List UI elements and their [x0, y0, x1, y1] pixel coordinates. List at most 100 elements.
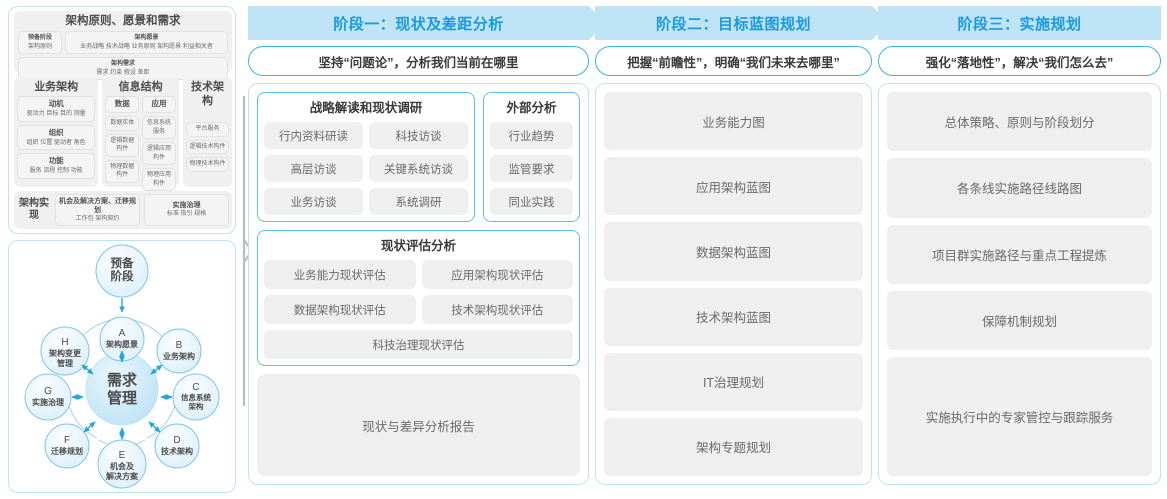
phase-2-title: 阶段二：目标蓝图规划 — [655, 15, 811, 33]
phase-2: 阶段二：目标蓝图规划 把握“前瞻性”，明确“我们未来去哪里” 业务能力图 应用架… — [595, 6, 889, 493]
phase-1-header[interactable]: 阶段一：现状及差距分析 — [248, 6, 606, 40]
adm-node-c-key: C — [192, 382, 199, 393]
adm-arrow-d — [148, 421, 161, 433]
chip-internal-docs[interactable]: 行内资料研读 — [264, 122, 363, 149]
adm-node-b — [156, 328, 202, 374]
technology-architecture-group: 技术架构 平台服务 逻辑技术构件 物理技术构件 — [182, 77, 233, 187]
adm-node-a-key: A — [119, 328, 126, 339]
chip-assurance-mechanism-plan[interactable]: 保障机制规划 — [887, 290, 1152, 351]
chip-industry-trend[interactable]: 行业趋势 — [490, 122, 573, 149]
adm-node-d-key: D — [173, 435, 180, 446]
architecture-vision-title: 架构愿景 — [134, 35, 159, 41]
business-architecture-group: 业务架构 动机 驱动力 目标 目的 测量 组织 组织 位置 驱动者 角色 功能 … — [14, 77, 99, 187]
adm-node-b-key: B — [176, 340, 183, 351]
adm-node-a-label: 架构愿景 — [105, 339, 138, 349]
chip-application-architecture-blueprint[interactable]: 应用架构蓝图 — [604, 157, 863, 216]
phase-3-item-list: 总体策略、原则与阶段划分 各条线实施路径线路图 项目群实施路径与重点工程提炼 保… — [887, 92, 1152, 476]
chip-overall-strategy[interactable]: 总体策略、原则与阶段划分 — [887, 92, 1152, 152]
external-analysis-card: 外部分析 行业趋势 监管要求 同业实践 — [483, 92, 580, 222]
adm-node-d-label: 技术架构 — [161, 446, 193, 456]
chip-program-path-key-projects[interactable]: 项目群实施路径与重点工程提炼 — [887, 224, 1152, 284]
architecture-vision-items: 业务战略 技术战略 业务原则 架构愿景 利益相关者 — [80, 43, 213, 50]
left-to-phases-connector — [242, 96, 252, 406]
architecture-principles-title: 架构原则、愿景和需求 — [65, 15, 181, 27]
left-column: 架构原则、愿景和需求 预备阶段 架构原则 架构愿景 业务战略 技术战略 业务原则… — [8, 6, 236, 493]
phase-2-header[interactable]: 阶段二：目标蓝图规划 — [595, 6, 889, 40]
chip-exec-interview[interactable]: 高层访谈 — [264, 155, 363, 182]
adm-arrow-h — [81, 364, 94, 375]
information-structure-title: 信息结构 — [118, 81, 163, 93]
organization-title: 组织 — [48, 127, 64, 137]
adm-node-f-label: 迁移规划 — [51, 446, 83, 456]
organization-items: 组织 位置 驱动者 角色 — [26, 139, 86, 146]
logical-technology-component-cell: 逻辑技术构件 — [185, 139, 230, 154]
architecture-vision-cell: 架构愿景 业务战略 技术战略 业务原则 架构愿景 利益相关者 — [65, 31, 228, 54]
chip-technology-architecture-assessment[interactable]: 技术架构现状评估 — [421, 295, 573, 324]
application-title: 应用 — [151, 99, 167, 108]
adm-node-e-key: E — [119, 450, 126, 461]
chip-data-architecture-blueprint[interactable]: 数据架构蓝图 — [604, 222, 863, 281]
phase-1: 阶段一：现状及差距分析 坚持“问题论”，分析我们当前在哪里 战略解读和现状调研 … — [248, 6, 606, 493]
architecture-realization-label: 架构实现 — [19, 198, 49, 221]
phase-3-subtitle: 强化“落地性”，解决“我们怎么去” — [878, 46, 1161, 76]
chip-peer-practice[interactable]: 同业实践 — [490, 188, 573, 215]
adm-node-b-label: 业务架构 — [163, 351, 195, 361]
chip-technology-architecture-blueprint[interactable]: 技术架构蓝图 — [604, 287, 863, 346]
phase-1-subtitle: 坚持“问题论”，分析我们当前在哪里 — [248, 46, 589, 76]
data-title: 数据 — [114, 99, 130, 108]
adm-node-f — [44, 423, 90, 469]
adm-center-label-1: 需求 — [107, 371, 138, 389]
architecture-requirements-items: 需求 约束 假设 差距 — [96, 69, 150, 76]
logical-data-component-cell: 逻辑数据构件 — [105, 133, 140, 157]
physical-application-component-cell: 物理应用构件 — [142, 168, 176, 191]
adm-cycle-diagram: 预备 阶段 需求 管理 A 架构愿景 B 业务架构 C — [24, 244, 220, 489]
adm-center-label-2: 管理 — [107, 389, 137, 407]
implementation-governance-cell: 实施治理 标准 指引 规格 — [144, 194, 229, 226]
function-items: 服务 流程 控制 功能 — [29, 168, 83, 174]
chip-business-interview[interactable]: 业务访谈 — [264, 188, 363, 215]
adm-node-g-label: 实施治理 — [32, 397, 64, 407]
togaf-content-framework-panel: 架构原则、愿景和需求 预备阶段 架构原则 架构愿景 业务战略 技术战略 业务原则… — [8, 6, 236, 234]
adm-node-c-label-1: 信息系统 — [181, 392, 211, 402]
architecture-requirements-title: 架构需求 — [110, 61, 135, 67]
information-system-service-cell: 信息系统服务 — [142, 116, 176, 139]
chip-tech-interview[interactable]: 科技访谈 — [369, 122, 468, 149]
gap-analysis-report-chip[interactable]: 现状与差异分析报告 — [257, 374, 580, 476]
adm-node-h — [40, 326, 90, 376]
organization-cell: 组织 组织 位置 驱动者 角色 — [17, 124, 96, 150]
phases-container: 阶段一：现状及差距分析 坚持“问题论”，分析我们当前在哪里 战略解读和现状调研 … — [248, 6, 1161, 493]
chip-key-system-interview[interactable]: 关键系统访谈 — [369, 155, 468, 182]
adm-node-d — [154, 423, 200, 469]
chip-application-architecture-assessment[interactable]: 应用架构现状评估 — [421, 260, 573, 289]
technology-architecture-title: 技术架构 — [190, 81, 224, 107]
phase-1-body: 战略解读和现状调研 行内资料研读 科技访谈 高层访谈 关键系统访谈 业务访谈 系… — [248, 83, 589, 485]
adm-node-e-label-1: 机会及 — [110, 461, 135, 471]
phase-2-body: 业务能力图 应用架构蓝图 数据架构蓝图 技术架构蓝图 IT治理规划 架构专题规划 — [595, 83, 872, 485]
chip-line-implementation-roadmap[interactable]: 各条线实施路径线路图 — [887, 158, 1152, 218]
chip-data-architecture-assessment[interactable]: 数据架构现状评估 — [264, 295, 416, 324]
function-cell: 功能 服务 流程 控制 功能 — [17, 153, 96, 179]
chip-business-capability-assessment[interactable]: 业务能力现状评估 — [264, 260, 416, 289]
chip-it-governance-plan[interactable]: IT治理规划 — [604, 352, 863, 411]
adm-node-e — [97, 439, 147, 489]
chip-architecture-topic-plan[interactable]: 架构专题规划 — [604, 417, 863, 477]
adm-node-preliminary — [95, 244, 149, 298]
phase-2-subtitle: 把握“前瞻性”，明确“我们未来去哪里” — [595, 46, 872, 76]
chip-tech-governance-assessment[interactable]: 科技治理现状评估 — [264, 330, 573, 359]
phase-1-title: 阶段一：现状及差距分析 — [333, 15, 504, 33]
chip-regulatory-requirement[interactable]: 监管要求 — [490, 155, 573, 182]
phase-2-item-list: 业务能力图 应用架构蓝图 数据架构蓝图 技术架构蓝图 IT治理规划 架构专题规划 — [604, 92, 863, 477]
chip-system-survey[interactable]: 系统调研 — [369, 188, 468, 215]
architecture-principles-block: 架构原则、愿景和需求 预备阶段 架构原则 架构愿景 业务战略 技术战略 业务原则… — [14, 11, 232, 80]
phase-2-chevron-icon — [872, 6, 889, 40]
phase-3-header[interactable]: 阶段三：实施规划 — [878, 6, 1161, 40]
phase-1-chevron-icon — [589, 6, 606, 40]
chip-business-capability-map[interactable]: 业务能力图 — [604, 92, 863, 151]
motivation-items: 驱动力 目标 目的 测量 — [26, 111, 86, 117]
data-header-cell: 数据 — [105, 96, 140, 113]
chip-expert-control-tracking-service[interactable]: 实施执行中的专家管控与跟踪服务 — [887, 357, 1152, 476]
adm-preliminary-label-2: 阶段 — [111, 269, 134, 283]
adm-node-c — [172, 373, 220, 421]
adm-node-h-label-2: 管理 — [57, 358, 73, 368]
